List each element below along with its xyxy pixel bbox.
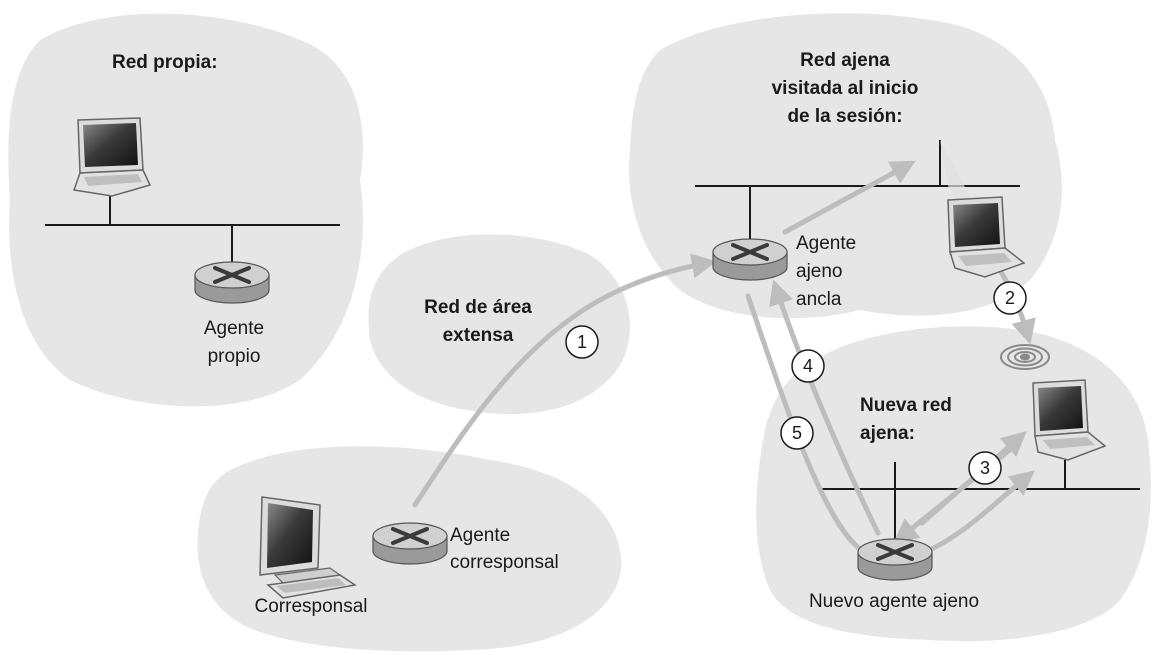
step-3-label: 3 bbox=[980, 458, 990, 478]
arrow-step-4 bbox=[769, 279, 881, 536]
anchor-agent-label-line-3: ancla bbox=[796, 289, 842, 310]
wan-title-line-2: extensa bbox=[443, 325, 514, 346]
step-1-label: 1 bbox=[577, 332, 587, 352]
arrow-to-visited-lan bbox=[782, 160, 916, 235]
wan-title-line-1: Red de área bbox=[424, 297, 532, 318]
arrow-step-1 bbox=[412, 253, 717, 508]
home-agent-label-line-1: Agente bbox=[204, 318, 264, 339]
wireless-signal-icon bbox=[1000, 344, 1050, 370]
visited-network-title-line-3: de la sesión: bbox=[787, 106, 902, 127]
anchor-agent-label-line-1: Agente bbox=[796, 233, 856, 254]
new-network-title-line-2: ajena: bbox=[860, 423, 915, 444]
visited-laptop-icon bbox=[947, 196, 1026, 278]
step-2-circle bbox=[993, 281, 1027, 315]
correspondent-agent-router-icon bbox=[372, 522, 448, 565]
home-network-title: Red propia: bbox=[112, 52, 218, 73]
correspondent-label: Corresponsal bbox=[255, 596, 368, 617]
home-agent-router-icon bbox=[194, 261, 270, 304]
home-laptop-icon bbox=[72, 117, 152, 197]
step-4-label: 4 bbox=[803, 356, 813, 376]
step-5-circle bbox=[780, 416, 814, 450]
new-foreign-agent-router-icon bbox=[857, 538, 933, 581]
step-4-circle bbox=[791, 349, 825, 383]
step-2-label: 2 bbox=[1005, 288, 1015, 308]
anchor-agent-router-icon bbox=[712, 238, 788, 281]
wan-cloud bbox=[368, 234, 630, 415]
home-network-cloud bbox=[8, 13, 363, 407]
anchor-agent-label-line-2: ajeno bbox=[796, 261, 843, 282]
new-network-title-line-1: Nueva red bbox=[860, 395, 952, 416]
correspondent-agent-label-line-1: Agente bbox=[450, 525, 510, 546]
home-agent-label-line-2: propio bbox=[208, 346, 261, 367]
step-5-label: 5 bbox=[792, 423, 802, 443]
new-foreign-agent-label: Nuevo agente ajeno bbox=[809, 591, 979, 612]
correspondent-agent-label-line-2: corresponsal bbox=[450, 552, 559, 573]
correspondent-computer-icon bbox=[259, 496, 357, 599]
step-1-circle bbox=[565, 325, 599, 359]
step-3-circle bbox=[968, 451, 1002, 485]
visited-network-title-line-1: Red ajena bbox=[800, 50, 890, 71]
visited-network-title-line-2: visitada al inicio bbox=[772, 78, 919, 99]
new-network-laptop-icon bbox=[1032, 379, 1107, 461]
